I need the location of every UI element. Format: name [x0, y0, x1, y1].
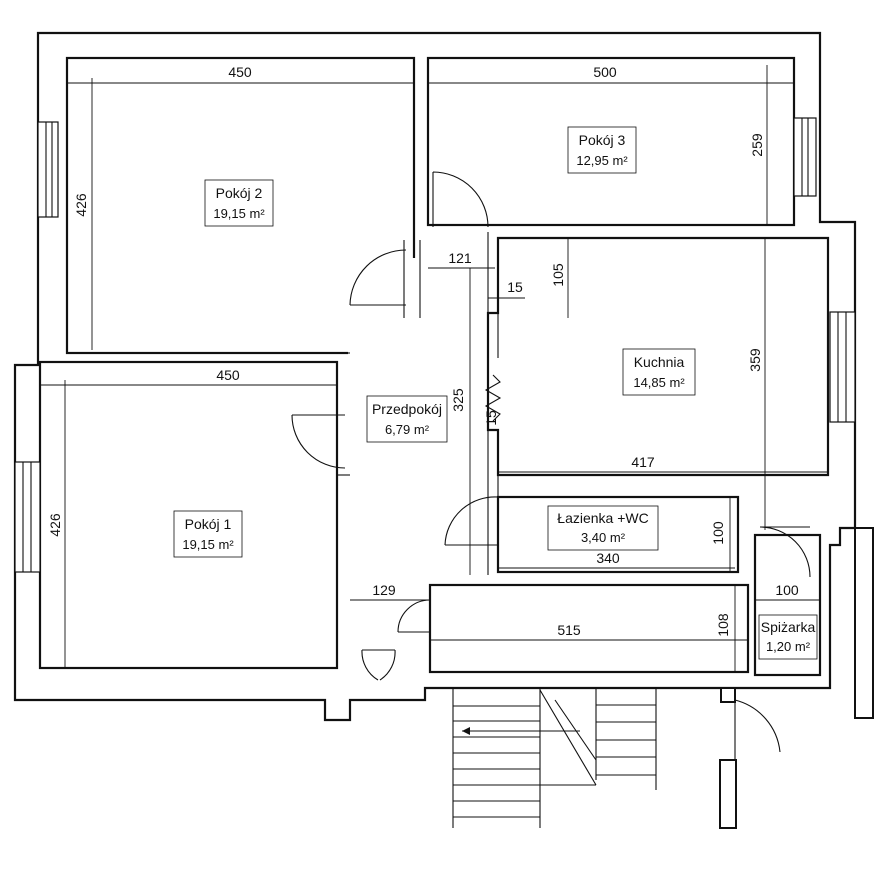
dim-corridor-515: 515 [557, 622, 581, 638]
door-pokoj2 [349, 249, 407, 306]
window-pokoj1 [14, 461, 41, 573]
room-name: Pokój 1 [185, 516, 232, 532]
dim-lazienka-340: 340 [596, 550, 620, 566]
room-name: Spiżarka [761, 619, 816, 635]
room-label-pokoj1: Pokój 1 19,15 m² [173, 510, 243, 558]
doors [291, 171, 874, 829]
room-name: Łazienka +WC [557, 510, 648, 526]
door-entrance [361, 649, 396, 681]
dim-pokoj1-width: 450 [216, 367, 240, 383]
wall-stub [720, 687, 736, 703]
room-area: 12,95 m² [576, 153, 628, 168]
window-kuchnia [829, 311, 856, 423]
dim-pokoj3-depth: 259 [749, 133, 765, 157]
room-area: 14,85 m² [633, 375, 685, 390]
door-pokoj3 [432, 171, 489, 228]
dim-hall-15-a: 15 [507, 279, 523, 295]
room-corridor-floor [428, 583, 750, 674]
room-area: 6,79 m² [385, 422, 430, 437]
dim-hall-325: 325 [450, 388, 466, 412]
window-pokoj2 [37, 121, 59, 218]
dim-corridor-108: 108 [715, 613, 731, 637]
room-name: Pokój 2 [216, 185, 263, 201]
room-label-pokoj2: Pokój 2 19,15 m² [204, 179, 274, 227]
door-pokoj1 [291, 414, 346, 469]
dim-pokoj2-width: 450 [228, 64, 252, 80]
wall-stub [719, 759, 737, 829]
door-corridor [397, 599, 431, 633]
zigzag-wall-marker [484, 374, 502, 422]
dim-pokoj1-depth: 426 [47, 513, 63, 537]
dim-kuchnia-359: 359 [747, 348, 763, 372]
room-name: Kuchnia [634, 354, 685, 370]
room-label-lazienka: Łazienka +WC 3,40 m² [547, 505, 659, 551]
dim-pokoj2-depth: 426 [73, 193, 89, 217]
room-label-przedpokoj: Przedpokój 6,79 m² [366, 395, 448, 443]
windows [14, 117, 856, 573]
window-pokoj3 [793, 117, 817, 197]
dim-hall-15-b: 15 [483, 410, 499, 426]
door-stair [734, 699, 781, 760]
door-spizarka [759, 526, 811, 578]
room-area: 19,15 m² [213, 206, 265, 221]
room-label-kuchnia: Kuchnia 14,85 m² [622, 348, 696, 396]
room-name: Przedpokój [372, 401, 442, 417]
dimension-lines [40, 65, 828, 672]
door-lazienka [444, 496, 499, 546]
dim-hall-121: 121 [448, 250, 472, 266]
dim-kuchnia-417: 417 [631, 454, 655, 470]
room-label-spizarka: Spiżarka 1,20 m² [758, 614, 818, 660]
room-label-pokoj3: Pokój 3 12,95 m² [567, 126, 637, 174]
dim-kuchnia-105: 105 [550, 263, 566, 287]
wall-stub [854, 527, 874, 719]
staircase [452, 688, 657, 828]
room-area: 19,15 m² [182, 537, 234, 552]
room-labels: Pokój 2 19,15 m² Pokój 3 12,95 m² Pokój … [173, 126, 818, 660]
room-name: Pokój 3 [579, 132, 626, 148]
dim-lazienka-100: 100 [710, 521, 726, 545]
dim-pokoj3-width: 500 [593, 64, 617, 80]
stair-arrow-icon [462, 727, 470, 735]
room-area: 1,20 m² [766, 639, 811, 654]
dimension-labels: 450 426 500 259 450 426 121 15 105 325 1… [47, 64, 799, 638]
room-area: 3,40 m² [581, 530, 626, 545]
dim-hall-129: 129 [372, 582, 396, 598]
dim-spizarka-100: 100 [775, 582, 799, 598]
